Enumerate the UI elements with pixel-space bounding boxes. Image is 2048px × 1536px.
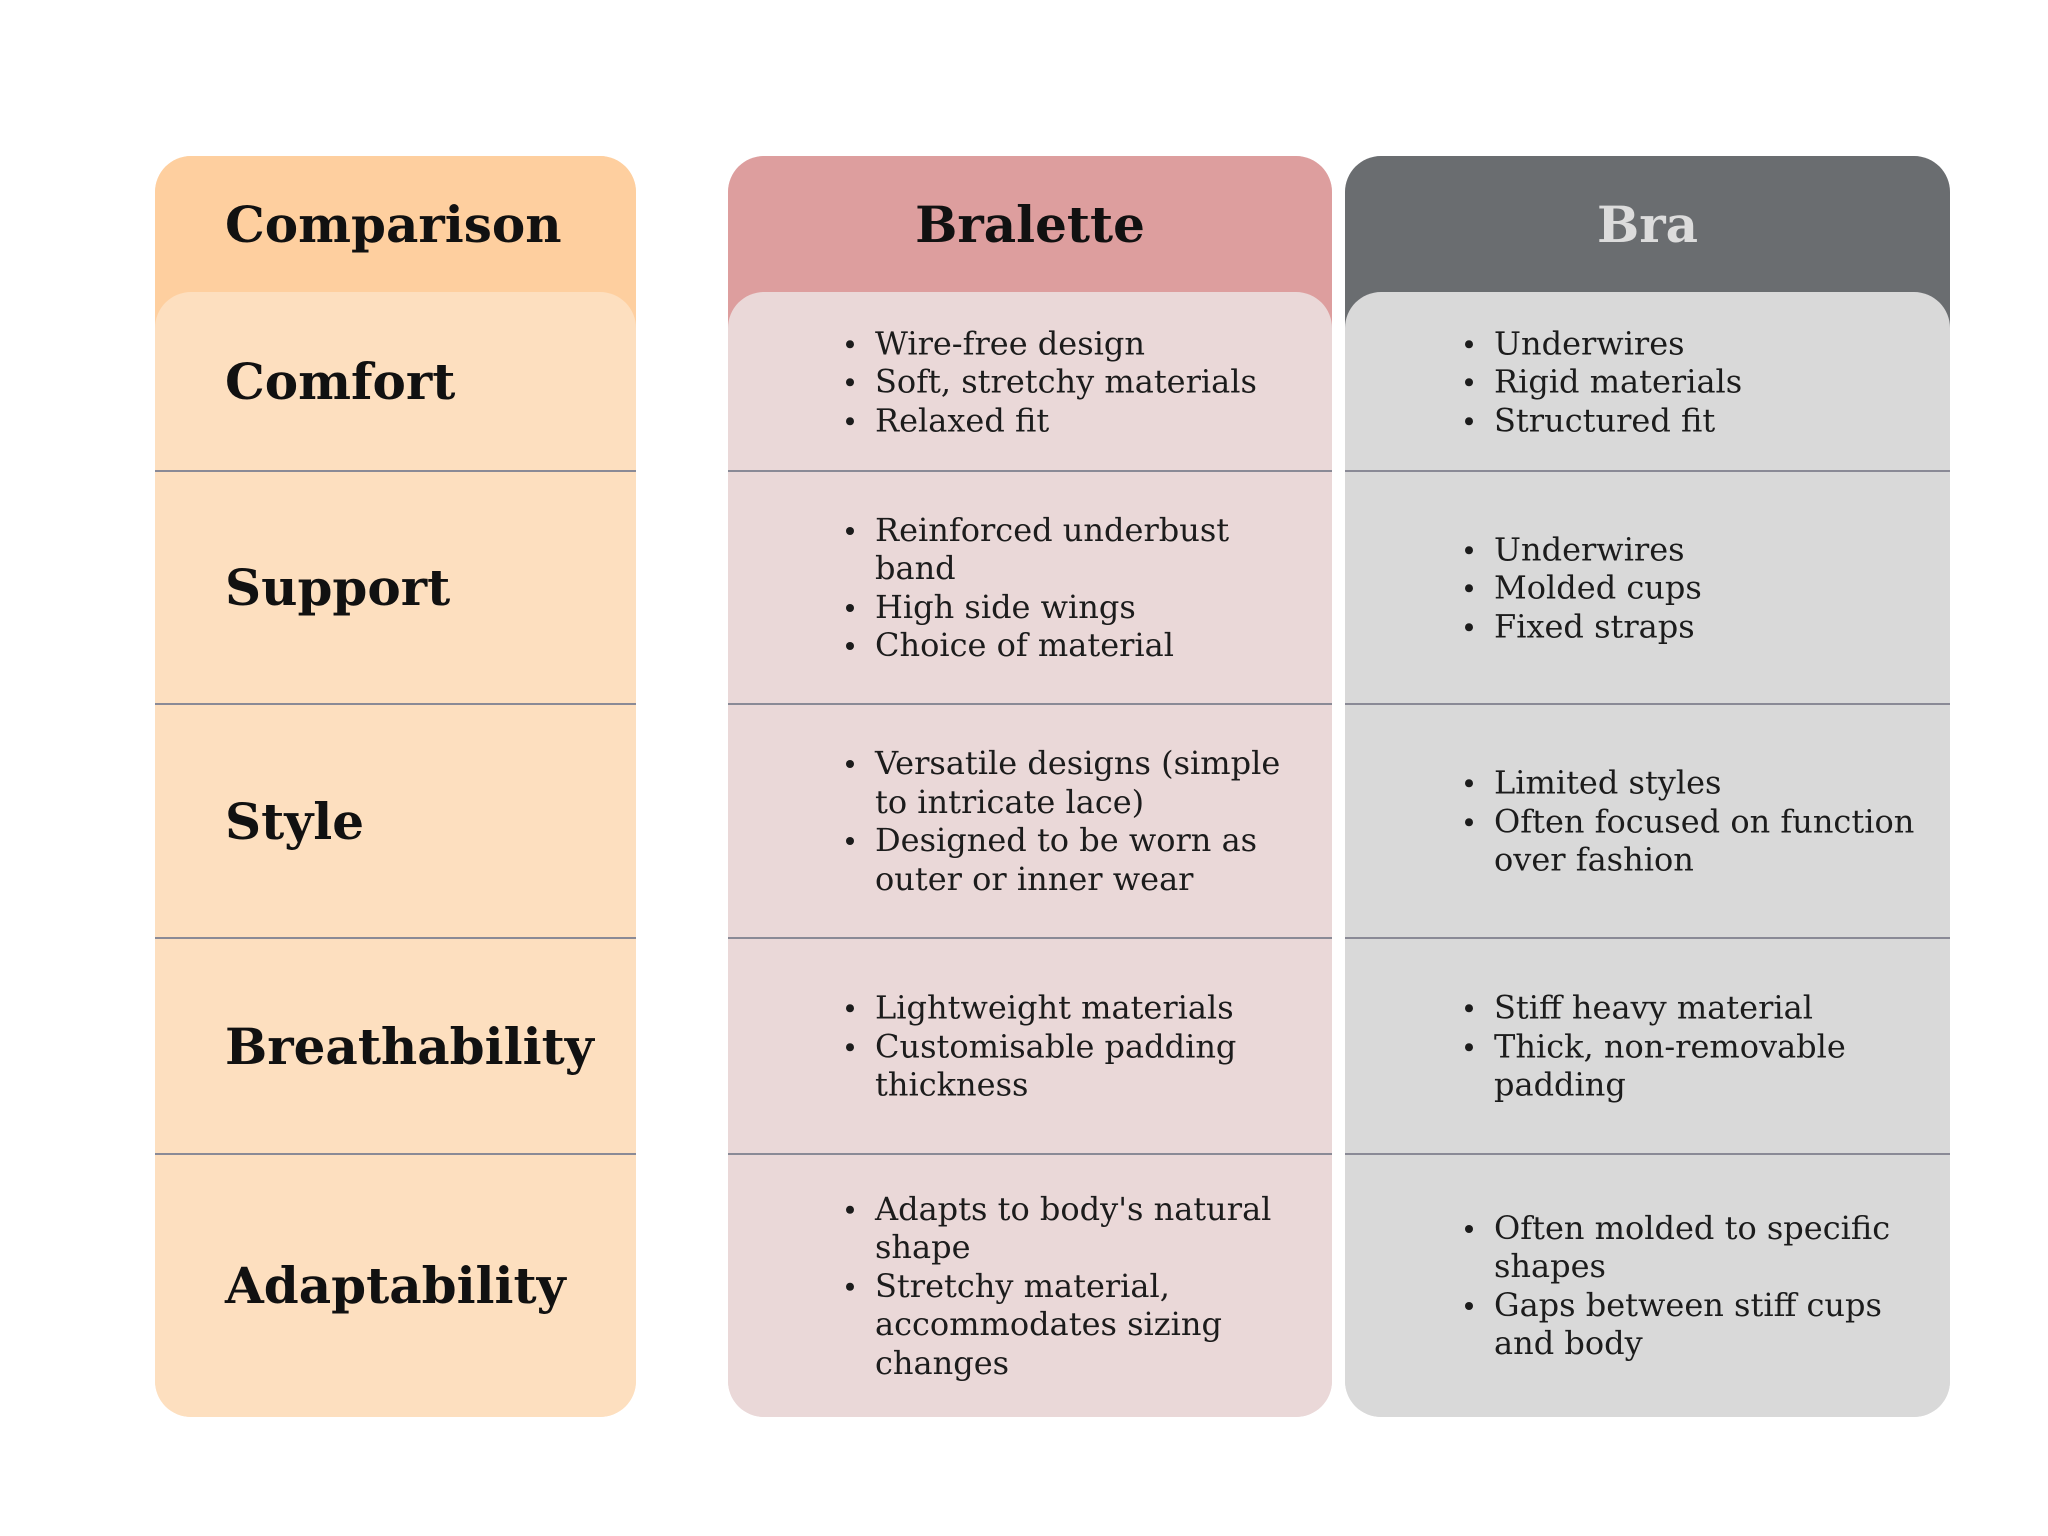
row-divider: [155, 703, 636, 705]
bralette-header-label: Bralette: [915, 194, 1145, 254]
table-row: Versatile designs (simple to intricate l…: [728, 704, 1332, 938]
bra-body: [1345, 292, 1950, 1417]
list-item: Versatile designs (simple to intricate l…: [846, 744, 1295, 821]
table-row: Support: [155, 471, 636, 704]
row-divider: [728, 1153, 1332, 1155]
row-divider: [728, 470, 1332, 472]
list-item: Customisable padding thickness: [846, 1027, 1295, 1104]
bralette-cell: Versatile designs (simple to intricate l…: [839, 744, 1295, 898]
comparison-body: [155, 292, 636, 1417]
list-item: Adapts to body's natural shape: [846, 1189, 1295, 1266]
list-item: Structured fit: [1465, 401, 1934, 440]
table-row: Style: [155, 704, 636, 938]
row-divider: [1345, 937, 1950, 939]
row-label: Style: [225, 791, 365, 851]
list-item: Stretchy material, accommodates sizing c…: [846, 1266, 1295, 1382]
list-item: High side wings: [846, 588, 1295, 627]
list-item: Fixed straps: [1465, 607, 1934, 646]
list-item: Wire-free design: [846, 324, 1295, 363]
list-item: Often molded to specific shapes: [1465, 1209, 1934, 1286]
list-item: Molded cups: [1465, 568, 1934, 607]
list-item: Often focused on function over fashion: [1465, 802, 1934, 879]
list-item: Gaps between stiff cups and body: [1465, 1286, 1934, 1363]
list-item: Designed to be worn as outer or inner we…: [846, 821, 1295, 898]
row-divider: [155, 937, 636, 939]
list-item: Choice of material: [846, 626, 1295, 665]
comparison-header-label: Comparison: [225, 194, 562, 254]
table-row: Adaptability: [155, 1154, 636, 1417]
row-label: Support: [225, 558, 451, 617]
list-item: Stiff heavy material: [1465, 988, 1934, 1027]
list-item: Underwires: [1465, 324, 1934, 363]
row-label: Breathability: [225, 1016, 594, 1076]
row-divider: [1345, 1153, 1950, 1155]
list-item: Limited styles: [1465, 763, 1934, 802]
bra-header-label: Bra: [1596, 194, 1698, 254]
row-divider: [1345, 703, 1950, 705]
list-item: Thick, non-removable padding: [1465, 1027, 1934, 1104]
row-divider: [728, 937, 1332, 939]
row-divider: [1345, 470, 1950, 472]
row-label: Comfort: [225, 352, 456, 411]
bralette-body: [728, 292, 1332, 1417]
list-item: Soft, stretchy materials: [846, 362, 1295, 401]
list-item: Rigid materials: [1465, 362, 1934, 401]
row-divider: [155, 1153, 636, 1155]
list-item: Relaxed fit: [846, 401, 1295, 440]
list-item: Reinforced underbust band: [846, 511, 1295, 588]
table-row: Breathability: [155, 938, 636, 1154]
row-divider: [728, 703, 1332, 705]
list-item: Underwires: [1465, 530, 1934, 569]
row-divider: [155, 470, 636, 472]
list-item: Lightweight materials: [846, 988, 1295, 1027]
table-row: Comfort: [155, 292, 636, 471]
row-label: Adaptability: [225, 1256, 566, 1315]
